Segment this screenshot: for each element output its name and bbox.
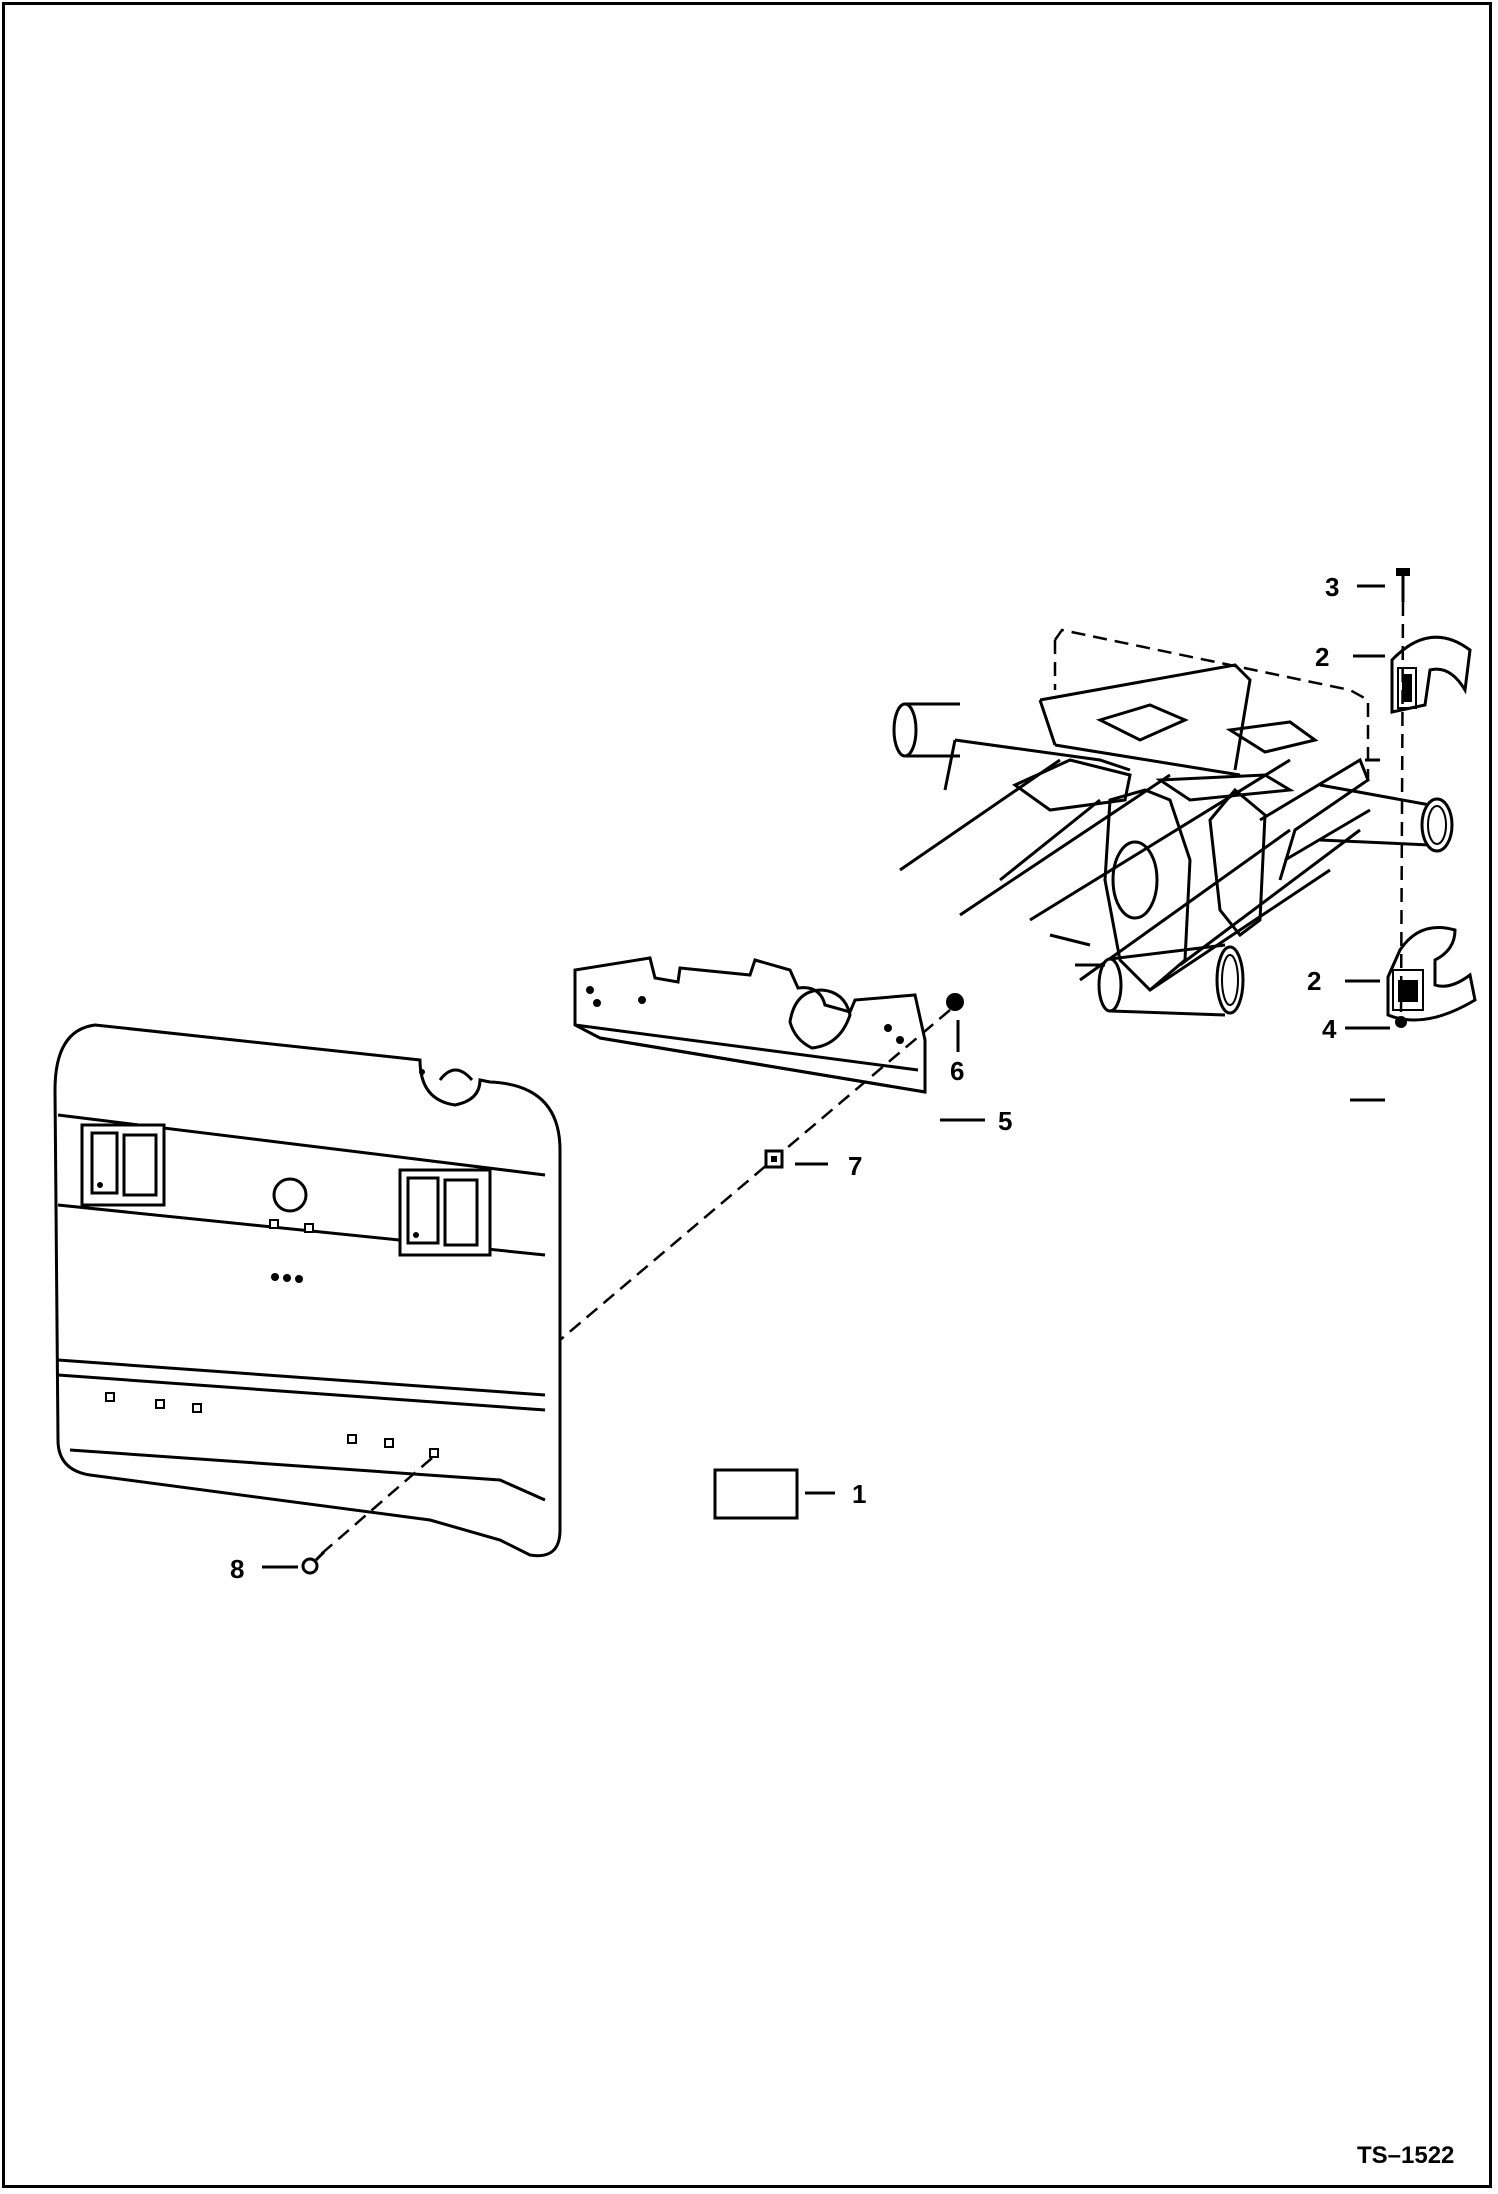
screw-item-8 [301,1550,326,1575]
frame-assembly [892,628,1454,1017]
callout-3: 3 [1325,572,1339,602]
callout-2-lower: 2 [1307,966,1321,996]
shield-bracket [573,956,927,1094]
callout-2-upper: 2 [1315,642,1329,672]
callout-4: 4 [1322,1014,1337,1044]
bolt-axis-line [1399,601,1405,1017]
clip-nut-item-7 [764,1149,784,1169]
rear-panel [53,1023,562,1558]
decal-item-1 [713,1468,799,1520]
nut [1395,1016,1407,1028]
callout-1: 1 [852,1479,866,1509]
screw-axis-line [319,1457,433,1556]
bearing-cap-upper [1390,635,1472,714]
nut-item-6 [946,993,964,1011]
bolt [1396,568,1410,602]
callout-6: 6 [950,1056,964,1086]
alignment-line [559,1009,951,1341]
callout-8: 8 [230,1554,244,1584]
figure-id: TS–1522 [1357,2142,1454,2169]
callout-7: 7 [848,1151,862,1181]
bearing-cap-lower [1386,926,1477,1022]
callout-5: 5 [998,1106,1012,1136]
leader-lines [262,584,1390,1569]
